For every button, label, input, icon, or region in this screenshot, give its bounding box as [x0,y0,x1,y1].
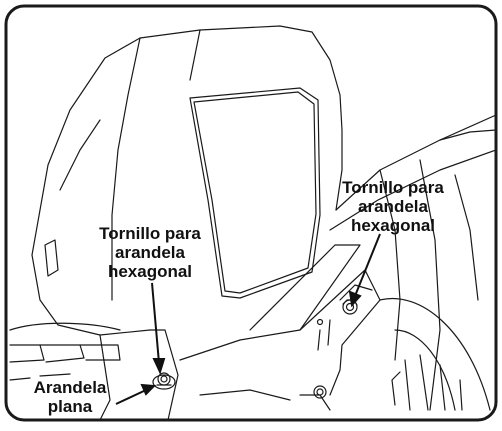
side-tab [44,239,59,277]
arrowhead-bolt-left [152,358,166,375]
callout-washer-line1: Arandela [33,378,107,397]
callout-bolt-left-line2: arandela [115,243,185,262]
callout-bolt-right-line3: hexagonal [350,216,436,235]
leader-bolt-left [151,282,160,364]
cover-outline [31,25,343,256]
leader-washer [115,389,147,405]
machine-drawing [9,25,496,420]
cover-edge [111,37,141,301]
callout-washer-line2: plana [47,397,93,416]
callout-bolt-left-line1: Tornillo para [99,224,201,243]
leader-bolt-right [354,233,381,297]
arrowhead-washer [140,383,157,396]
wheel [379,298,491,411]
callout-bolt-right-line2: arandela [358,197,428,216]
arrowhead-bolt-right [348,290,362,308]
callout-bolt-left-line3: hexagonal [107,262,193,281]
frame-top [335,114,496,211]
callout-arrows [115,233,381,405]
window-panel [189,87,321,299]
left-side [31,254,151,336]
callout-washer: Arandela plana [22,378,118,416]
border-frame [4,4,498,422]
left-tread [9,322,121,331]
callout-bolt-right-line1: Tornillo para [342,178,444,197]
callout-bolt-left: Tornillo para arandela hexagonal [80,224,220,281]
callout-bolt-right: Tornillo para arandela hexagonal [323,178,463,235]
bracket [299,269,381,396]
flat-washer [152,374,176,390]
lower-post [149,329,179,420]
frame-tube [249,244,361,331]
